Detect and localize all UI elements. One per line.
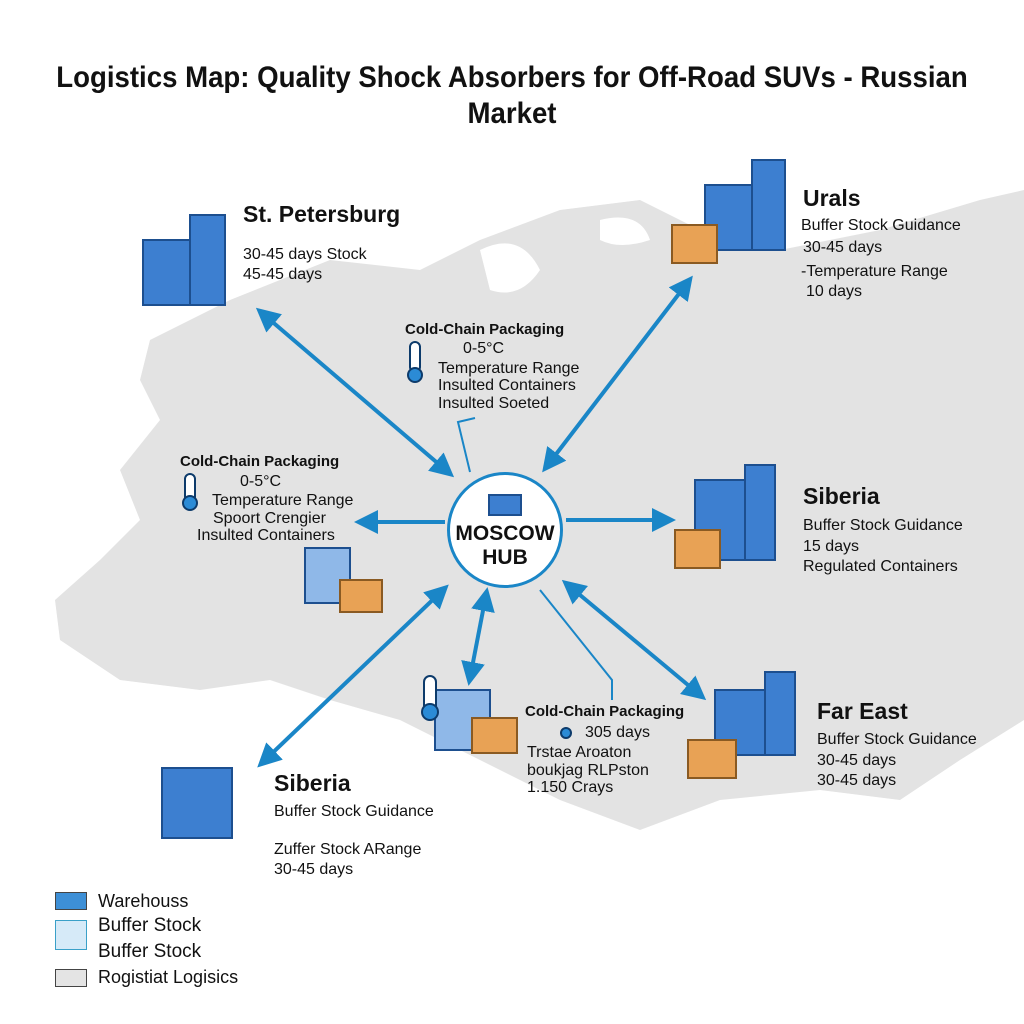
cold-chain-text: Temperature Range xyxy=(438,360,580,377)
arrow-st-petersburg xyxy=(255,307,455,478)
thermometer-icon xyxy=(182,341,572,739)
arrow-bottom xyxy=(461,587,495,686)
legend-swatch-buffer-stock xyxy=(55,920,87,950)
cold-chain-text: 0-5°C xyxy=(240,473,282,490)
legend-swatch-warehouse xyxy=(55,892,87,910)
node-text: Buffer Stock Guidance xyxy=(803,517,963,534)
cold-chain-title: Cold-Chain Packaging xyxy=(525,703,685,720)
arrow-urals xyxy=(542,275,693,473)
node-title-urals: Urals xyxy=(803,185,861,211)
warehouse-icon xyxy=(142,159,796,839)
node-title-siberia-east: Siberia xyxy=(803,483,880,509)
legend-label: Buffer Stock xyxy=(98,915,202,936)
node-text: 30-45 days xyxy=(274,861,354,878)
node-text: 30-45 days xyxy=(803,239,883,256)
cold-chain-text: Insulted Soeted xyxy=(438,395,550,412)
node-text: Zuffer Stock ARange xyxy=(274,841,422,858)
legend-swatch-logistics xyxy=(55,969,87,987)
node-text: 45-45 days xyxy=(243,266,323,283)
node-text: 30-45 days Stock xyxy=(243,246,367,263)
box-icon xyxy=(339,224,737,779)
node-title-far-east: Far East xyxy=(817,698,908,724)
legend-label: Rogistiat Logisics xyxy=(98,967,239,987)
node-text: 15 days xyxy=(803,538,860,555)
cold-chain-title: Cold-Chain Packaging xyxy=(180,453,340,470)
cold-chain-text: Spoort Crengier xyxy=(213,510,326,527)
node-title-st-petersburg: St. Petersburg xyxy=(243,201,401,227)
cold-chain-text: Temperature Range xyxy=(212,492,354,509)
node-text: 10 days xyxy=(806,283,863,300)
arrow-siberia-south xyxy=(257,584,449,768)
cold-chain-text: Insulted Containers xyxy=(197,527,335,544)
node-text: Buffer Stock Guidance xyxy=(274,803,434,820)
hub-building-icon xyxy=(488,494,522,516)
cold-chain-text: 1.150 Crays xyxy=(527,779,614,796)
cold-chain-text: 0-5°C xyxy=(463,340,505,357)
node-title-siberia-south: Siberia xyxy=(274,770,351,796)
hub-label-2: HUB xyxy=(482,546,528,569)
node-text: 30-45 days xyxy=(817,752,897,769)
hub-label-1: MOSCOW xyxy=(455,522,555,545)
legend-label: Buffer Stock xyxy=(98,941,202,962)
cold-chain-text: Insulted Containers xyxy=(438,377,576,394)
arrow-far-east xyxy=(561,579,707,701)
node-text: 30-45 days xyxy=(817,772,897,789)
moscow-hub[interactable]: MOSCOW HUB xyxy=(447,472,563,588)
cold-chain-text: 305 days xyxy=(585,724,650,741)
legend-label: Warehouss xyxy=(98,891,189,911)
node-text: Buffer Stock Guidance xyxy=(801,217,961,234)
page-title: Logistics Map: Quality Shock Absorbers f… xyxy=(56,61,968,130)
cold-chain-text: Trstae Aroaton xyxy=(527,744,632,761)
node-text: Buffer Stock Guidance xyxy=(817,731,977,748)
node-text: Regulated Containers xyxy=(803,558,958,575)
cold-chain-title: Cold-Chain Packaging xyxy=(405,321,565,338)
cold-chain-text: boukjag RLPston xyxy=(527,762,649,779)
node-text: -Temperature Range xyxy=(801,263,948,280)
